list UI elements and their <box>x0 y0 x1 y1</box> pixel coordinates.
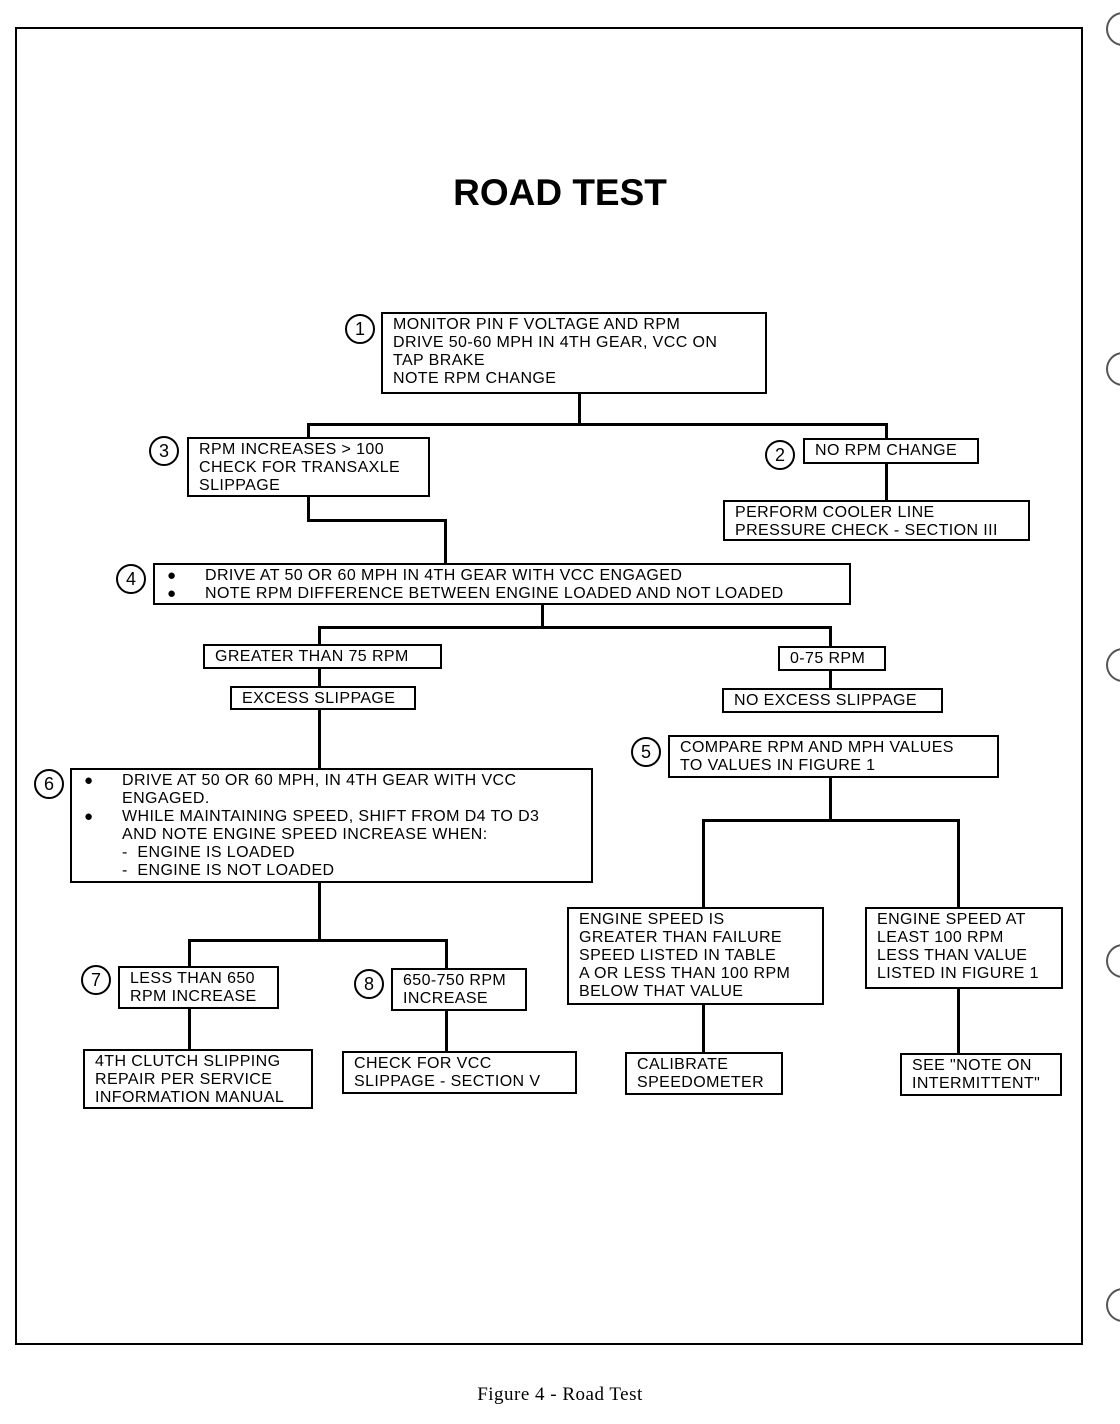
calibrate-speedometer-line: CALIBRATE <box>637 1056 729 1073</box>
step-5-line: COMPARE RPM AND MPH VALUES <box>680 739 954 756</box>
step-5-line: TO VALUES IN FIGURE 1 <box>680 757 876 774</box>
step-8-line: INCREASE <box>403 990 488 1007</box>
step-number-8: 8 <box>354 969 384 999</box>
step-1-line: TAP BRAKE <box>393 352 485 369</box>
margin-binding-mark <box>1106 648 1120 682</box>
step-6-bullet-text: DRIVE AT 50 OR 60 MPH, IN 4TH GEAR WITH … <box>122 772 517 807</box>
margin-binding-mark <box>1106 352 1120 386</box>
margin-binding-mark <box>1106 12 1120 46</box>
step-8-box: 650-750 RPM INCREASE <box>391 968 527 1011</box>
step-1-line: NOTE RPM CHANGE <box>393 370 557 387</box>
step-3-line: RPM INCREASES > 100 <box>199 441 384 458</box>
no-excess-slippage-line: NO EXCESS SLIPPAGE <box>734 692 917 709</box>
fourth-clutch-line: REPAIR PER SERVICE <box>95 1071 273 1088</box>
step-number-7: 7 <box>81 965 111 995</box>
greater-than-75-line: GREATER THAN 75 RPM <box>215 648 409 665</box>
step-1-line: MONITOR PIN F VOLTAGE AND RPM <box>393 316 681 333</box>
step-6-box: ●DRIVE AT 50 OR 60 MPH, IN 4TH GEAR WITH… <box>70 768 593 883</box>
calibrate-speedometer-box: CALIBRATE SPEEDOMETER <box>625 1052 783 1095</box>
engine-speed-at-least-line: ENGINE SPEED AT <box>877 911 1026 928</box>
calibrate-speedometer-line: SPEEDOMETER <box>637 1074 765 1091</box>
step-number-2: 2 <box>765 440 795 470</box>
cooler-line: PRESSURE CHECK - SECTION III <box>735 522 998 539</box>
step-5-box: COMPARE RPM AND MPH VALUES TO VALUES IN … <box>668 735 999 778</box>
cooler-line-box: PERFORM COOLER LINE PRESSURE CHECK - SEC… <box>723 500 1030 541</box>
greater-than-75-box: GREATER THAN 75 RPM <box>203 644 442 669</box>
step-3-line: CHECK FOR TRANSAXLE <box>199 459 401 476</box>
page-title: ROAD TEST <box>453 172 667 213</box>
margin-binding-mark <box>1106 944 1120 978</box>
excess-slippage-line: EXCESS SLIPPAGE <box>242 690 396 707</box>
excess-slippage-box: EXCESS SLIPPAGE <box>230 686 416 710</box>
step-7-line: RPM INCREASE <box>130 988 257 1005</box>
step-number-4: 4 <box>116 564 146 594</box>
engine-speed-failure-line: BELOW THAT VALUE <box>579 983 744 1000</box>
engine-speed-failure-line: GREATER THAN FAILURE <box>579 929 782 946</box>
engine-speed-failure-line: A OR LESS THAN 100 RPM <box>579 965 791 982</box>
step-4-box: ●DRIVE AT 50 OR 60 MPH IN 4TH GEAR WITH … <box>153 563 851 605</box>
step-2-box: NO RPM CHANGE <box>803 438 979 464</box>
engine-speed-at-least-box: ENGINE SPEED AT LEAST 100 RPM LESS THAN … <box>865 907 1063 989</box>
step-number-5: 5 <box>631 737 661 767</box>
zero-to-75-line: 0-75 RPM <box>790 650 866 667</box>
step-1-line: DRIVE 50-60 MPH IN 4TH GEAR, VCC ON <box>393 334 718 351</box>
step-3-line: SLIPPAGE <box>199 477 281 494</box>
figure-caption: Figure 4 - Road Test <box>477 1384 643 1405</box>
step-6-bullet-text: WHILE MAINTAINING SPEED, SHIFT FROM D4 T… <box>122 808 540 879</box>
step-6-bullet: ●DRIVE AT 50 OR 60 MPH, IN 4TH GEAR WITH… <box>84 772 517 807</box>
step-2-line: NO RPM CHANGE <box>815 442 958 459</box>
engine-speed-failure-line: SPEED LISTED IN TABLE <box>579 947 777 964</box>
step-1-box: MONITOR PIN F VOLTAGE AND RPM DRIVE 50-6… <box>381 312 767 394</box>
vcc-slippage-box: CHECK FOR VCC SLIPPAGE - SECTION V <box>342 1051 577 1094</box>
step-6-bullet: ●WHILE MAINTAINING SPEED, SHIFT FROM D4 … <box>84 808 540 879</box>
margin-binding-mark <box>1106 1288 1120 1322</box>
engine-speed-at-least-line: LESS THAN VALUE <box>877 947 1028 964</box>
fourth-clutch-box: 4TH CLUTCH SLIPPING REPAIR PER SERVICE I… <box>83 1049 313 1109</box>
engine-speed-at-least-line: LEAST 100 RPM <box>877 929 1004 946</box>
page-frame <box>15 27 1083 1345</box>
step-4-bullet-text: DRIVE AT 50 OR 60 MPH IN 4TH GEAR WITH V… <box>205 567 683 584</box>
zero-to-75-box: 0-75 RPM <box>778 646 886 671</box>
note-intermittent-line: INTERMITTENT" <box>912 1075 1041 1092</box>
step-7-box: LESS THAN 650 RPM INCREASE <box>118 966 279 1009</box>
step-4-bullet: ●NOTE RPM DIFFERENCE BETWEEN ENGINE LOAD… <box>167 585 784 602</box>
step-number-6: 6 <box>34 769 64 799</box>
step-3-box: RPM INCREASES > 100 CHECK FOR TRANSAXLE … <box>187 437 430 497</box>
fourth-clutch-line: INFORMATION MANUAL <box>95 1089 285 1106</box>
vcc-slippage-line: CHECK FOR VCC <box>354 1055 492 1072</box>
engine-speed-failure-box: ENGINE SPEED IS GREATER THAN FAILURE SPE… <box>567 907 824 1005</box>
step-7-line: LESS THAN 650 <box>130 970 255 987</box>
note-intermittent-line: SEE "NOTE ON <box>912 1057 1032 1074</box>
step-4-bullet-text: NOTE RPM DIFFERENCE BETWEEN ENGINE LOADE… <box>205 585 784 602</box>
step-8-line: 650-750 RPM <box>403 972 507 989</box>
step-4-bullet: ●DRIVE AT 50 OR 60 MPH IN 4TH GEAR WITH … <box>167 567 683 584</box>
step-number-3: 3 <box>149 436 179 466</box>
cooler-line: PERFORM COOLER LINE <box>735 504 935 521</box>
engine-speed-failure-line: ENGINE SPEED IS <box>579 911 725 928</box>
step-number-1: 1 <box>345 314 375 344</box>
vcc-slippage-line: SLIPPAGE - SECTION V <box>354 1073 541 1090</box>
note-intermittent-box: SEE "NOTE ON INTERMITTENT" <box>900 1053 1062 1096</box>
engine-speed-at-least-line: LISTED IN FIGURE 1 <box>877 965 1039 982</box>
no-excess-slippage-box: NO EXCESS SLIPPAGE <box>722 688 943 713</box>
fourth-clutch-line: 4TH CLUTCH SLIPPING <box>95 1053 281 1070</box>
